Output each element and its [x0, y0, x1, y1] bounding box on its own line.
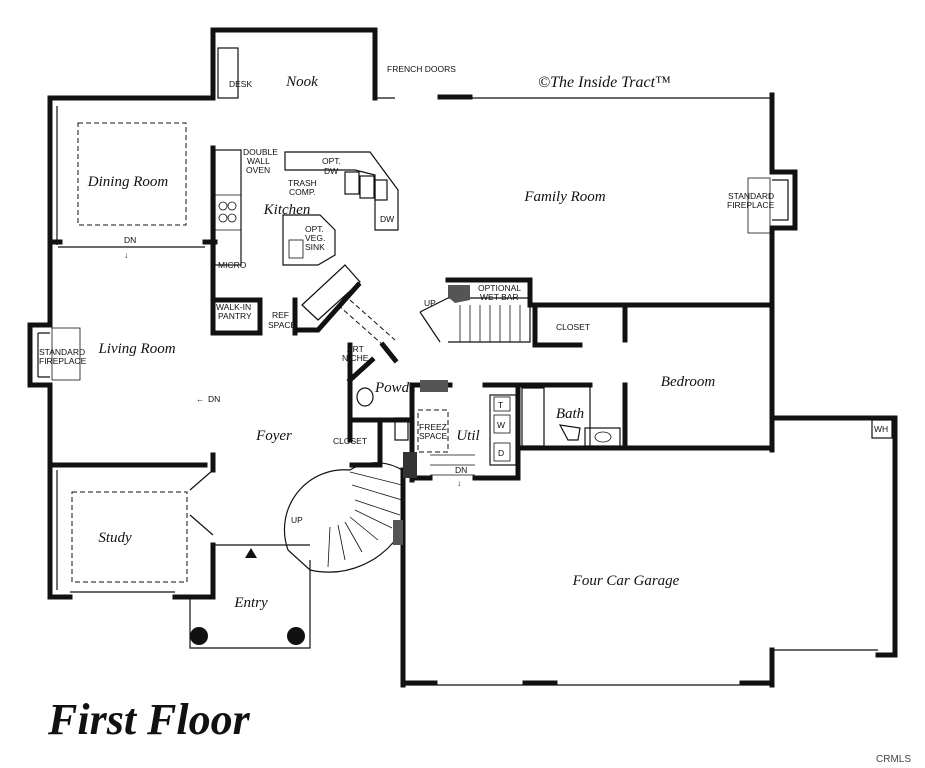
double-wall-oven-label-1: DOUBLE: [243, 147, 278, 157]
washer-w-label: W: [497, 420, 505, 430]
optional-wet-bar-label-1: OPTIONAL: [478, 283, 521, 293]
copyright-text: ©The Inside Tract™: [538, 74, 671, 91]
family-fireplace-label-1: STANDARD: [728, 191, 774, 201]
dn-util-label: DN: [455, 465, 467, 475]
walk-in-pantry-label-1: WALK-IN: [216, 302, 251, 312]
powder-label: Powde: [374, 380, 416, 396]
fixtures: [51, 47, 893, 645]
nook-label: Nook: [285, 74, 318, 90]
washer-t-label: T: [498, 400, 503, 410]
trash-comp-label-2: COMP.: [289, 187, 316, 197]
living-fireplace-label-2: FIREPLACE: [39, 356, 87, 366]
ref-space-label-1: REF: [272, 310, 289, 320]
washer-d-label: D: [498, 448, 504, 458]
double-wall-oven-label-3: OVEN: [246, 165, 270, 175]
up-wetbar-label: UP: [424, 298, 436, 308]
freez-space-label-2: SPACE: [419, 431, 448, 441]
dn-living-arrow: ←: [196, 394, 205, 404]
dn-dining-label: DN: [124, 235, 136, 245]
kitchen-label: Kitchen: [263, 202, 311, 218]
closet-bedroom-label: CLOSET: [556, 322, 590, 332]
opt-dw-label-1: OPT.: [322, 156, 341, 166]
optional-wet-bar-label-2: WET BAR: [480, 292, 519, 302]
french-doors-label: FRENCH DOORS: [387, 64, 456, 74]
family-room-label: Family Room: [523, 189, 605, 205]
ref-space-label-2: SPACE: [268, 320, 297, 330]
util-label: Util: [456, 428, 479, 444]
foyer-stairs: [283, 462, 403, 573]
foyer-label: Foyer: [255, 428, 292, 444]
bedroom-label: Bedroom: [661, 374, 716, 390]
opt-dw-label-2: DW: [324, 166, 338, 176]
dn-util-arrow: ↓: [457, 478, 461, 488]
dn-living-label: DN: [208, 394, 220, 404]
wetbar-stairs: [419, 285, 531, 343]
family-fireplace-label-2: FIREPLACE: [727, 200, 775, 210]
dw-label: DW: [380, 214, 394, 224]
trash-comp-label-1: TRASH: [288, 178, 317, 188]
living-room-label: Living Room: [97, 341, 175, 357]
water-heater-label: WH: [874, 424, 888, 434]
desk-label: DESK: [229, 79, 252, 89]
freez-space-label-1: FREEZ.: [419, 422, 449, 432]
opt-veg-sink-label-2: VEG.: [305, 233, 325, 243]
up-foyer-label: UP: [291, 515, 303, 525]
walls: [27, 27, 898, 688]
entry-label: Entry: [233, 595, 268, 611]
art-niche-label-2: NICHE: [342, 353, 369, 363]
walk-in-pantry-label-2: PANTRY: [218, 311, 252, 321]
double-wall-oven-label-2: WALL: [247, 156, 270, 166]
dn-dining-arrow: ↓: [124, 250, 128, 260]
garage-label: Four Car Garage: [572, 573, 680, 589]
dining-room-label: Dining Room: [87, 174, 169, 190]
opt-veg-sink-label-3: SINK: [305, 242, 325, 252]
study-label: Study: [98, 530, 132, 546]
opt-veg-sink-label-1: OPT.: [305, 224, 324, 234]
page-title: First Floor: [47, 695, 251, 744]
watermark-text: CRMLS: [876, 754, 911, 765]
art-niche-label-1: ART: [347, 344, 364, 354]
micro-label: MICRO: [218, 260, 247, 270]
bath-label: Bath: [556, 406, 584, 422]
living-fireplace-label-1: STANDARD: [39, 347, 85, 357]
closet-foyer-label: CLOSET: [333, 436, 367, 446]
